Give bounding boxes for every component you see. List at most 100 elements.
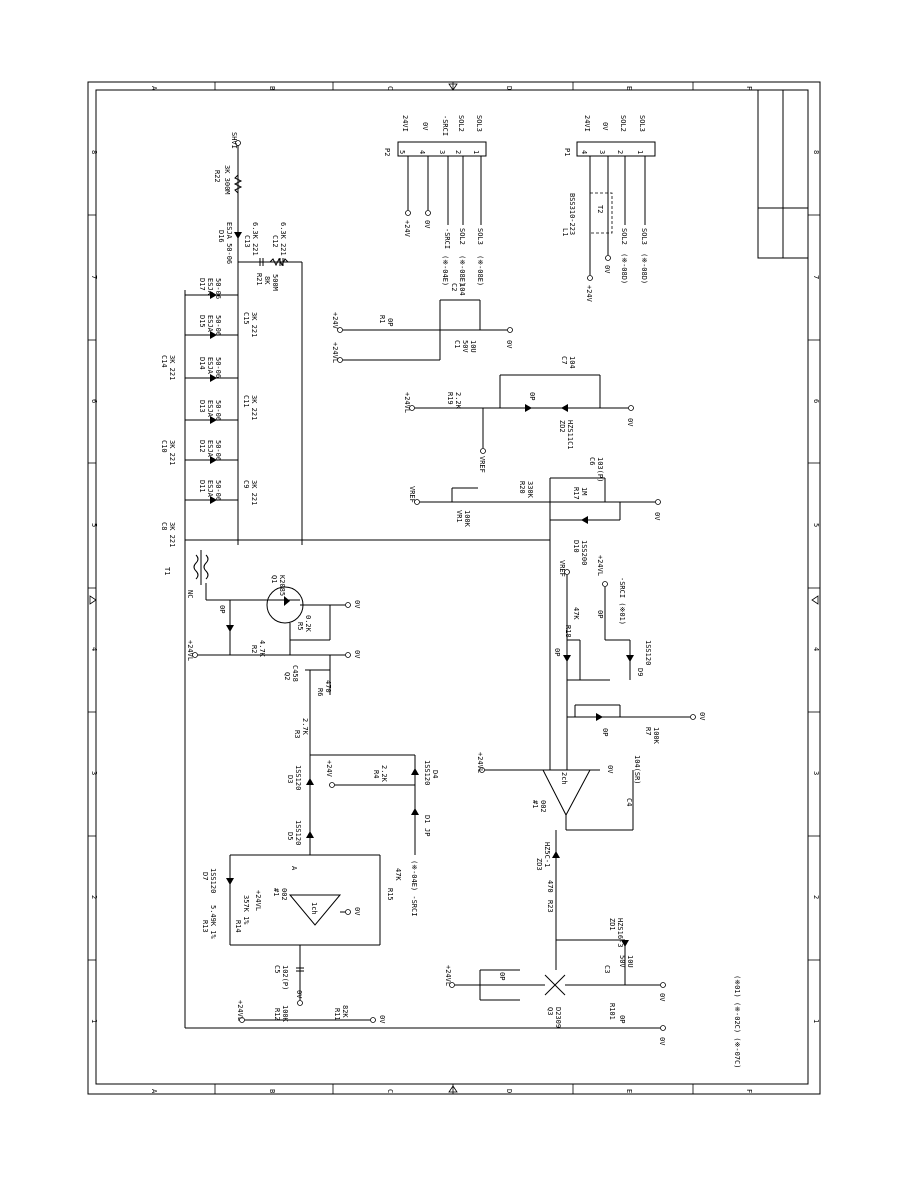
p2-pin5: 5 (398, 150, 406, 154)
p2-ref: P2 (383, 148, 391, 156)
footnote: (※01) (※-02C) (※-07C) (733, 975, 741, 1068)
vr1-value: 100K (463, 510, 471, 528)
connector-p2: P2 5 4 3 2 1 24VI 0V -SRCI SOL2 SOL3 +24… (383, 115, 487, 286)
d12-ref: D12 (198, 440, 206, 453)
p2-pin3: 3 (438, 150, 446, 154)
c9-ref: C9 (242, 480, 250, 488)
c1-ref: C1 (453, 340, 461, 348)
p2-name-24vi: 24VI (401, 115, 409, 132)
icb-ch: 2ch (560, 772, 568, 785)
center-mark-top (448, 83, 458, 91)
c1-v2: 10U (469, 340, 477, 353)
op-r18: 0P (553, 648, 561, 656)
zone-top-e: E (625, 86, 633, 90)
op-r7: 0P (601, 728, 609, 736)
d15-ref: D15 (198, 315, 206, 328)
c2-value: 104 (458, 283, 466, 296)
vref-label-1: VREF (478, 456, 486, 473)
zone-top-c: C (386, 86, 394, 90)
r3-value: 2.7K (301, 718, 309, 736)
p2-note-04e: (※-04E) (441, 255, 449, 286)
r11-value: 82K (341, 1005, 349, 1018)
zone-bot-c: C (386, 1089, 394, 1093)
d15-v2: 50-06 (214, 315, 222, 336)
r18-ref: R18 (564, 625, 572, 638)
r14-value: 357K 1% (242, 895, 250, 925)
c14-value: 3K 221 (168, 355, 176, 380)
zone-top-b: B (268, 86, 276, 90)
d1-value: JP (423, 828, 431, 836)
q3-ref: Q3 (546, 1007, 554, 1015)
p1-name-0v: 0V (601, 122, 609, 131)
inner-border (95, 89, 809, 1085)
p1-ref: P1 (563, 148, 571, 156)
c2-ref: C2 (450, 283, 458, 291)
net-24vl-r19: +24VL (403, 392, 411, 413)
c5-value: 102(P) (281, 965, 289, 990)
op-q3: 0P (498, 972, 506, 980)
c13-value: 6.3K 221 (251, 222, 259, 256)
p1-note-08d-a: (※-08D) (620, 253, 628, 284)
p1-net-0v: 0V (603, 265, 611, 274)
r2-value: 4.7K (258, 640, 266, 658)
r22-value: 3K 300M (223, 165, 231, 195)
p1-name-sol3: SOL3 (638, 115, 646, 132)
t1-ref: T1 (163, 567, 171, 575)
connector-p1: P1 4 3 2 1 24VI 0V SOL2 SOL3 L1 BSS310-2… (561, 115, 656, 303)
d1-ref: D1 (423, 815, 431, 823)
c9-value: 3K 221 (250, 480, 258, 505)
c13-ref: C13 (243, 235, 251, 248)
zone-labels: A B C D E F A B C D E F 8 7 6 5 4 3 2 1 … (90, 86, 820, 1094)
c11-value: 3K 221 (250, 395, 258, 420)
c3-ref: C3 (603, 965, 611, 973)
d5-ref: D5 (286, 832, 294, 840)
c15-ref: C15 (242, 312, 250, 325)
r23-value: 470 (546, 880, 554, 893)
c3-v2: 10U (626, 955, 634, 968)
zone-right-1: 1 (812, 1019, 820, 1023)
r22-ref: R22 (213, 170, 221, 183)
c12-ref: C12 (271, 235, 279, 248)
net-0v-r11: 0V (378, 1015, 386, 1024)
net-24vl-r2: +24VL (186, 640, 194, 661)
zone-left-3: 3 (90, 771, 98, 775)
r7-ref: R7 (644, 727, 652, 735)
zone-left-1: 1 (90, 1019, 98, 1023)
zone-top-a: A (150, 86, 158, 91)
op-d9: 0P (596, 610, 604, 618)
r12-value: 100K (281, 1005, 289, 1023)
r4-ref: R4 (372, 770, 380, 778)
net-24vl-r12: +24VL (236, 1000, 244, 1021)
d17-ref: D17 (198, 278, 206, 291)
c3-v1: 50V (618, 955, 626, 968)
r19-value: 2.2K (454, 392, 462, 410)
p2-name-srci: -SRCI (441, 115, 449, 136)
d4-value: 1SS120 (423, 760, 431, 785)
r6-value: 470 (324, 680, 332, 693)
r20-value: 330K (526, 481, 534, 499)
d13-v1: ESJA (206, 400, 214, 418)
c7-ref: C7 (560, 356, 568, 364)
zone-right-3: 3 (812, 771, 820, 775)
net-0v-vr1: 0V (653, 512, 661, 521)
net-0v-zd2: 0V (626, 418, 634, 427)
net-24v-r1: +24V (331, 312, 339, 330)
icb-ref: #1 (531, 800, 539, 808)
net-0v-r101: 0V (658, 1037, 666, 1046)
r15-ref: R15 (386, 888, 394, 901)
ic-a-pin-a: A (290, 866, 298, 871)
q3-value: D2309 (554, 1007, 562, 1028)
r17-value: 1M (580, 487, 588, 495)
r5-ref: R5 (296, 622, 304, 630)
q1-ref: Q1 (270, 575, 278, 583)
p1-pin2: 2 (616, 150, 624, 154)
p1-net-sol2: SOL2 (620, 228, 628, 245)
r14-ref: R14 (234, 920, 242, 933)
shvi-label: SHVI (230, 132, 238, 149)
d7-value: 1SS120 (209, 868, 217, 893)
c15-value: 3K 221 (250, 312, 258, 337)
p1-pin3: 3 (598, 150, 606, 154)
r4-value: 2.2K (380, 765, 388, 783)
center-mark-bottom (448, 1085, 458, 1093)
